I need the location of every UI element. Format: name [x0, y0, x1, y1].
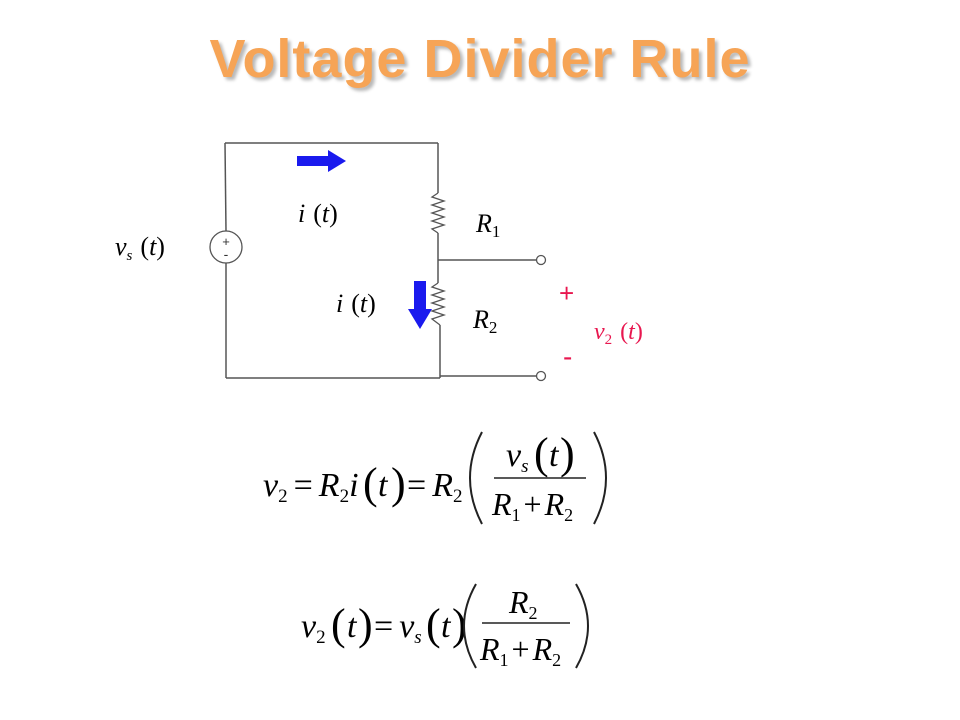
- eq2-big-paren-left: [463, 583, 477, 669]
- equation-2: v2 ( t ) =vs ( t ) R2 R1+R2: [301, 583, 589, 670]
- source-minus-sign: -: [224, 246, 229, 262]
- eq2-big-paren-right: [575, 583, 589, 669]
- source-voltage-label: vs(t): [115, 232, 165, 264]
- resistor-r1: [429, 192, 447, 234]
- r2-label: R2: [472, 305, 497, 337]
- eq1-num-t: t: [549, 437, 560, 474]
- eq1-numerator: vs: [506, 437, 529, 477]
- equation-1: v2=R2i ( t ) =R2 vs ( t ) R1+R2: [263, 429, 607, 525]
- eq2-lhs-t: t: [347, 608, 358, 645]
- eq2-vs-t: t: [441, 608, 452, 645]
- eq1-num-paren-close: ): [560, 429, 575, 478]
- eq1-paren-close: ): [391, 459, 406, 508]
- eq2-mid: =vs: [374, 608, 422, 648]
- eq2-vs-paren-open: (: [426, 600, 441, 649]
- eq2-denominator: R1+R2: [479, 631, 561, 670]
- eq2-paren-open: (: [331, 600, 346, 649]
- source-plus-sign: +: [222, 234, 230, 249]
- eq1-mid: =R2: [407, 467, 462, 507]
- eq1-denominator: R1+R2: [491, 486, 573, 525]
- output-minus-sign: -: [563, 341, 572, 372]
- eq1-big-paren-right: [593, 431, 607, 525]
- terminal-top: [535, 254, 547, 266]
- current-arrow-down-icon: [408, 281, 432, 329]
- eq2-lhs: v2: [301, 608, 326, 648]
- eq1-paren-open: (: [363, 459, 378, 508]
- eq1-t: t: [378, 467, 389, 504]
- eq2-paren-close: ): [358, 600, 373, 649]
- r1-label: R1: [475, 209, 500, 241]
- terminal-bottom: [535, 370, 547, 382]
- output-voltage-label: v2(t): [594, 319, 643, 348]
- eq1-lhs: v2=R2i: [263, 467, 359, 507]
- current-arrow-right-icon: [297, 150, 346, 172]
- current-top-label: i(t): [298, 199, 338, 228]
- eq2-numerator: R2: [508, 584, 538, 623]
- circuit-wires: [224, 142, 537, 379]
- slide-title: Voltage Divider Rule: [209, 29, 751, 89]
- wire-left-top: [224, 142, 227, 232]
- eq1-num-paren-open: (: [534, 429, 549, 478]
- current-mid-label: i(t): [336, 289, 376, 318]
- eq1-big-paren-left: [469, 431, 483, 525]
- output-plus-sign: +: [559, 278, 574, 308]
- voltage-source-icon: [209, 230, 243, 264]
- resistor-r2: [429, 282, 447, 326]
- eq2-vs-paren-close: ): [452, 600, 467, 649]
